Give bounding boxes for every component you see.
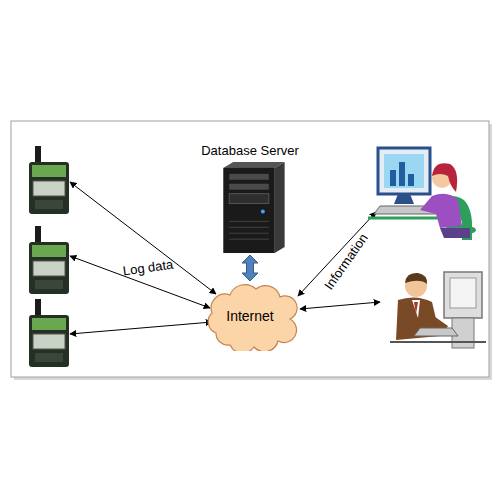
data-logger: [29, 226, 69, 294]
frame: [11, 121, 489, 377]
node-text: Database Server: [193, 143, 307, 158]
double-arrow: [242, 255, 258, 281]
node-text: Internet: [226, 308, 273, 324]
link-line: [70, 182, 216, 294]
data-logger: [29, 146, 69, 214]
server-node: Database Server: [193, 143, 307, 255]
user-clipart: [368, 148, 476, 240]
link-line: [300, 302, 380, 309]
cloud-outline: [208, 285, 297, 351]
link-line: [70, 322, 212, 334]
server-tower: [193, 160, 307, 255]
user-clipart: [390, 272, 486, 348]
data-logger: [29, 299, 69, 367]
cloud-node: Internet: [202, 281, 298, 351]
